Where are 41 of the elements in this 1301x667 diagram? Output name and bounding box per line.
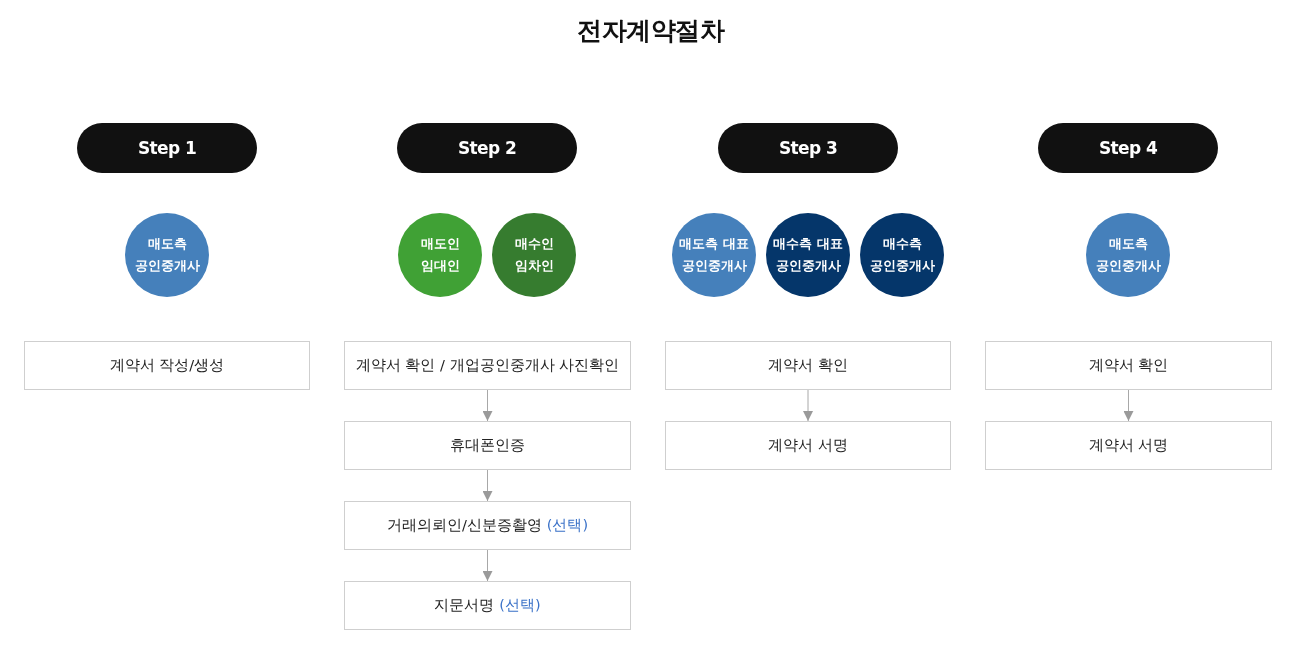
process-label: 계약서 작성/생성 [109,356,225,375]
process-label: 계약서 서명 [768,436,848,455]
process-box [344,341,631,390]
role-label: 매도측 대표 공인중개사 [678,235,750,275]
process-box [24,341,310,390]
process-label: 계약서 확인 [768,356,848,375]
process-label: 계약서 서명 [1088,436,1169,455]
role-label: 매수인 임차인 [513,235,555,275]
process-box [344,581,631,630]
step-pill [1038,123,1218,173]
arrow [482,549,493,582]
role-label: 매수측 공인중개사 [868,235,936,275]
arrow [1123,389,1134,422]
process-box [985,421,1272,470]
process-box [985,341,1272,390]
role-label: 매도인 임대인 [419,235,461,275]
process-label: 지문서명 [434,596,495,615]
process-box [344,421,631,470]
step-pill [718,123,898,173]
arrow [482,469,493,502]
arrow [803,389,813,422]
step-label: Step 4 [1098,138,1158,158]
step-label: Step 2 [457,138,517,158]
step-label: Step 1 [137,138,197,158]
process-box [665,341,951,390]
step-pill [77,123,257,173]
title: 전자계약절차 [577,16,724,45]
process-box [665,421,951,470]
arrow [482,389,493,422]
process-box [344,501,631,550]
role-label: 매도측 공인중개사 [1094,235,1162,275]
role-label: 매수측 대표 공인중개사 [772,235,844,275]
process-label: 휴대폰인증 [450,436,525,455]
step-pill [397,123,577,173]
optional-note: (선택) [499,596,541,615]
process-label: 계약서 확인 / 개업공인중개사 사진확인 [355,356,620,375]
role-label: 매도측 공인중개사 [133,235,201,275]
process-label: 거래의뢰인/신분증촬영 [386,516,542,535]
optional-note: (선택) [546,516,589,535]
step-label: Step 3 [778,138,838,158]
process-label: 계약서 확인 [1088,356,1169,375]
